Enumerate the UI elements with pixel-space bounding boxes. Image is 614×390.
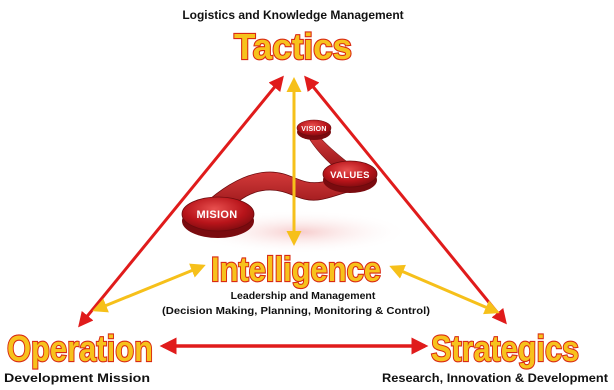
intelligence-title: Intelligence <box>211 251 381 289</box>
tactics-title: Tactics <box>234 26 352 67</box>
values-label: VALUES <box>330 170 370 181</box>
operation-caption: Development Mission <box>4 371 150 385</box>
values-badge <box>322 160 378 188</box>
arrow-intelligence-strategics <box>389 264 500 315</box>
mission-vision-values-model: MISION VALUES VISION <box>181 119 378 238</box>
strategics-title: Strategics <box>431 328 579 369</box>
operation-title: Operation <box>7 328 153 369</box>
intelligence-line1: Leadership and Management <box>231 290 376 302</box>
strategics-caption: Research, Innovation & Development <box>382 371 608 385</box>
tactics-caption: Logistics and Knowledge Management <box>182 8 403 22</box>
mission-badge <box>181 196 255 232</box>
vision-label: VISION <box>301 126 327 133</box>
arrow-intelligence-operation <box>92 263 206 313</box>
mission-label: MISION <box>197 209 238 221</box>
intelligence-line2: (Decision Making, Planning, Monitoring &… <box>162 305 430 317</box>
